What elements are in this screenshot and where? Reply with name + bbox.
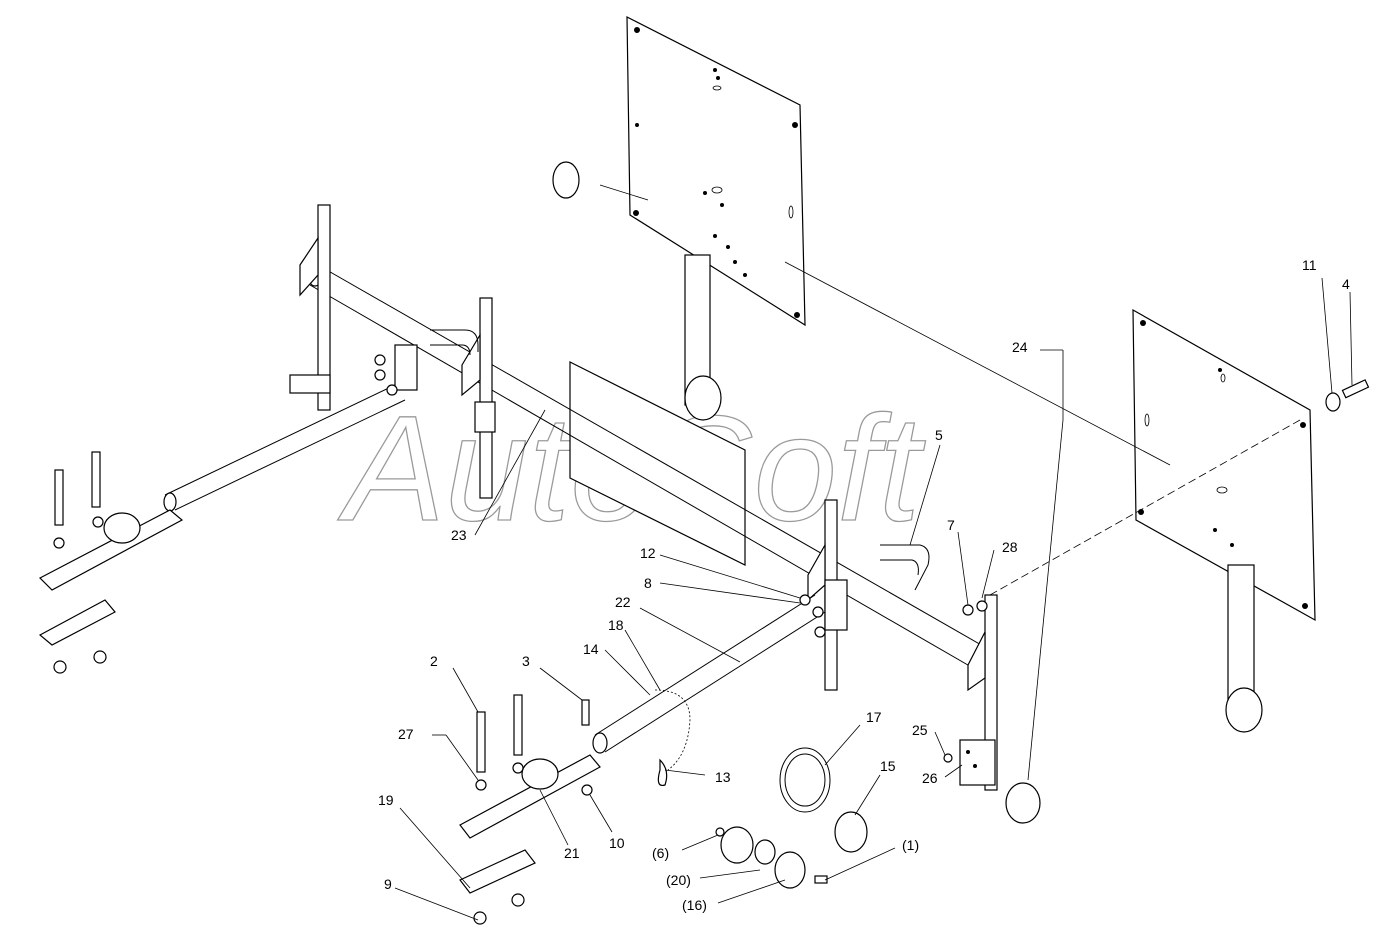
callout-23: 23 [451, 527, 467, 543]
callout-20: (20) [666, 872, 691, 888]
washer-part-28 [976, 600, 988, 612]
callout-9: 9 [384, 876, 392, 892]
washer-disc-20 [720, 826, 754, 864]
callout-19: 19 [378, 792, 394, 808]
callout-25: 25 [912, 722, 928, 738]
round-disc-upper [552, 161, 580, 199]
callout-5: 5 [935, 427, 943, 443]
left-flange-plate [394, 344, 418, 391]
callout-11: 11 [1302, 257, 1317, 273]
callout-6: (6) [652, 845, 669, 861]
callout-15: 15 [880, 758, 896, 774]
reflector-base-20 [754, 839, 776, 865]
left-u-bolt [430, 329, 479, 356]
center-plate [569, 361, 746, 566]
callout-8: 8 [644, 575, 652, 591]
callout-27: 27 [398, 726, 414, 742]
nut-part-7 [962, 604, 974, 616]
nut-left-3 [386, 384, 398, 396]
reflector-15 [834, 811, 868, 853]
right-u-bolt [880, 544, 930, 591]
right-flange-plate [824, 579, 848, 631]
callout-4: 4 [1342, 276, 1350, 292]
right-clamp-assembly [459, 694, 601, 925]
right-arm-tube [592, 594, 826, 754]
callout-2: 2 [430, 653, 438, 669]
callout-10: 10 [609, 835, 625, 851]
callout-26: 26 [922, 770, 938, 786]
callout-12: 12 [640, 545, 656, 561]
callout-28: 28 [1002, 539, 1018, 555]
left-vertical-bracket [289, 204, 331, 411]
nut-right-2 [812, 606, 824, 618]
nut-left-1 [374, 354, 386, 366]
far-right-vertical-bracket [959, 594, 998, 791]
nut-right-3 [814, 626, 826, 638]
leader-lines [394, 184, 1353, 921]
callout-13: 13 [715, 769, 731, 785]
right-sign-plate [1132, 308, 1316, 733]
callout-1: (1) [902, 837, 919, 853]
callout-22: 22 [615, 594, 631, 610]
callout-3: 3 [522, 653, 530, 669]
callout-16: (16) [682, 897, 707, 913]
bolt-part-4 [1341, 379, 1370, 399]
wire-coil [779, 747, 831, 813]
round-disc-lower [1005, 782, 1041, 824]
left-arm-tube [163, 384, 406, 512]
nut-part-25 [943, 753, 953, 763]
callout-7: 7 [947, 517, 955, 533]
callout-17: 17 [866, 709, 882, 725]
upper-sign-plate [626, 16, 806, 421]
callout-14: 14 [583, 641, 599, 657]
chain-and-pin [654, 689, 691, 787]
nut-left-2 [374, 369, 386, 381]
callout-24: 24 [1012, 339, 1028, 355]
left-clamp-assembly [38, 451, 184, 674]
washer-part-11 [1325, 392, 1341, 412]
nut-part-6 [715, 827, 725, 837]
callout-18: 18 [608, 617, 624, 633]
middle-vertical-bracket [461, 297, 496, 499]
callout-21: 21 [564, 845, 580, 861]
reflector-16 [774, 851, 806, 889]
nut-right-1 [799, 594, 811, 606]
